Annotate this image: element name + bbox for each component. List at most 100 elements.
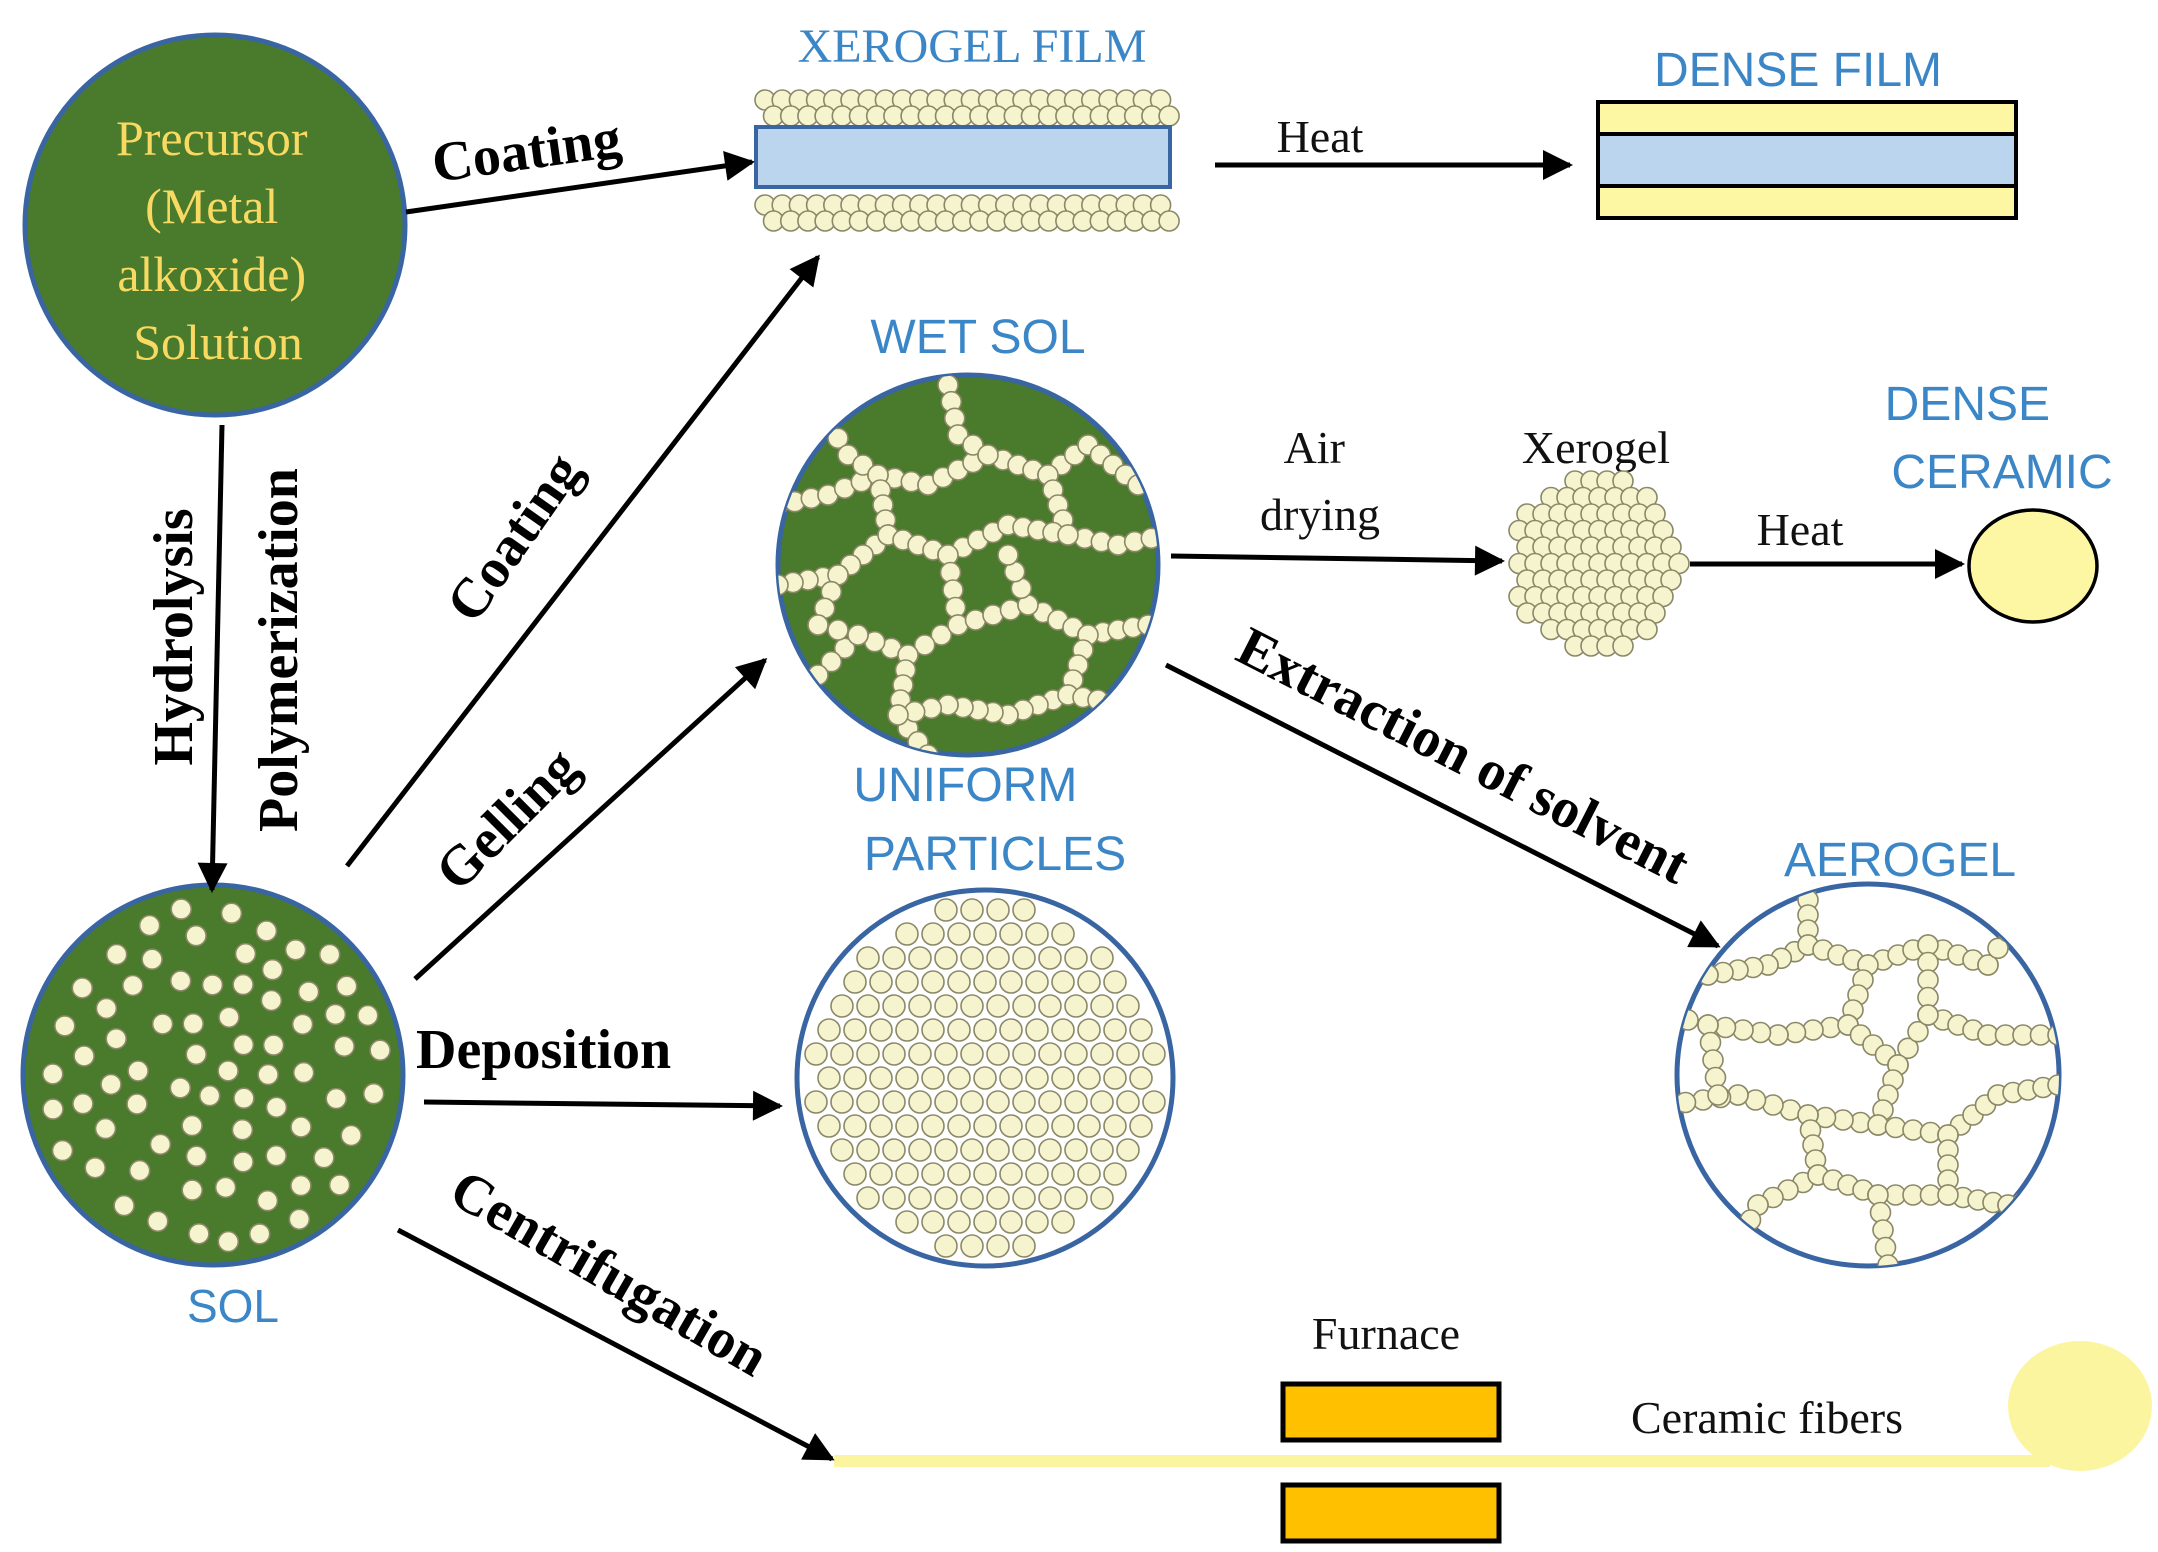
label-gelling: Gelling: [424, 736, 591, 903]
uniform-particle: [1051, 1162, 1075, 1186]
aerogel-bead: [1724, 1239, 1747, 1261]
gel-bead: [1117, 694, 1139, 716]
uniform-particle: [973, 922, 997, 946]
label-extraction: Extraction of solvent: [1227, 615, 1699, 896]
uniform-particle: [804, 1090, 828, 1114]
uniform-particle: [908, 1042, 932, 1066]
sol-particle: [232, 1033, 255, 1056]
uniform-particle: [1129, 1018, 1153, 1042]
uniform-particle: [1090, 1090, 1114, 1114]
gel-bead: [913, 634, 936, 656]
sol-particle: [220, 902, 243, 925]
uniform-particle: [856, 1090, 880, 1114]
uniform-particle: [934, 898, 958, 922]
uniform-particle: [843, 1114, 867, 1138]
uniform-particle: [1038, 1042, 1062, 1066]
uniform-particle: [1012, 1138, 1036, 1162]
dense-film-node: DENSE FILM: [1596, 44, 2018, 220]
uniform-particle: [895, 1210, 919, 1234]
uniform-particle: [1077, 1114, 1101, 1138]
sol-particle: [260, 989, 283, 1012]
uniform-particle: [1051, 1018, 1075, 1042]
uniform-particle: [960, 994, 984, 1018]
sol-particle: [248, 1223, 271, 1245]
uniform-particle: [999, 922, 1023, 946]
uniform-particle: [921, 970, 945, 994]
aerogel-bead: [1683, 957, 1706, 980]
xerogel-particle-cluster: [1508, 470, 1690, 657]
uniform-particle: [1103, 1066, 1127, 1090]
uniform-particle: [1064, 1090, 1088, 1114]
aerogel-bead: [1987, 937, 2009, 960]
uniform-particle: [986, 1234, 1010, 1258]
gel-bead: [807, 394, 829, 416]
gel-bead: [1147, 674, 1158, 696]
arrow-coating-diag: [345, 254, 820, 868]
uniform-particle: [1077, 1162, 1101, 1186]
sol-particle: [185, 1145, 208, 1167]
sol-particle: [95, 997, 118, 1020]
aerogel-node: AEROGEL: [1674, 834, 2062, 1269]
aerogel-bead: [1677, 1094, 1679, 1116]
uniform-particle: [1051, 1114, 1075, 1138]
precursor-line-4: Solution: [133, 314, 302, 370]
uniform-particle: [999, 970, 1023, 994]
uniform-particle: [973, 1066, 997, 1090]
sol-particle: [185, 924, 207, 947]
uniform-particles-line-1: UNIFORM: [853, 759, 1077, 812]
sol-particle: [325, 1087, 348, 1110]
sol-particle: [169, 970, 192, 992]
uniform-particle: [856, 1186, 880, 1210]
aerogel-bead: [2012, 1191, 2034, 1214]
uniform-particles-node: UNIFORM PARTICLES: [794, 759, 1176, 1269]
furnace-label: Furnace: [1312, 1308, 1460, 1359]
xerogel-bead: [1636, 618, 1658, 641]
sol-particle: [84, 1157, 106, 1179]
sol-particle: [147, 1210, 169, 1233]
label-air-drying-2: drying: [1260, 489, 1380, 540]
sol-particle: [340, 1124, 363, 1147]
ceramic-fiber-spool: [2008, 1341, 2152, 1471]
uniform-particles-line-2: PARTICLES: [864, 828, 1126, 881]
uniform-particle: [986, 1186, 1010, 1210]
sol-particle: [291, 1013, 314, 1036]
uniform-particle: [999, 1162, 1023, 1186]
uniform-particle: [830, 1090, 854, 1114]
arrow-gelling: [413, 657, 768, 981]
label-coating-diag: Coating: [434, 442, 594, 633]
arrow-coating-top: [405, 151, 755, 215]
uniform-particle: [1038, 1090, 1062, 1114]
uniform-particle: [1025, 1066, 1049, 1090]
uniform-particle: [882, 946, 906, 970]
arrow-extraction: [1164, 662, 1721, 949]
uniform-particle: [1025, 922, 1049, 946]
uniform-particle: [1064, 1138, 1088, 1162]
uniform-particle: [934, 1138, 958, 1162]
sol-particle: [297, 981, 320, 1003]
uniform-particle: [921, 1018, 945, 1042]
uniform-particle: [1064, 946, 1088, 970]
uniform-particle: [1064, 1042, 1088, 1066]
uniform-particle: [986, 994, 1010, 1018]
uniform-particle: [999, 1066, 1023, 1090]
uniform-particle: [1012, 1186, 1036, 1210]
aerogel-bead: [1997, 920, 2019, 943]
sol-particle: [233, 1087, 255, 1109]
uniform-particle: [1077, 1018, 1101, 1042]
uniform-particle: [1116, 1090, 1140, 1114]
sol-particle: [100, 1073, 122, 1096]
dense-ceramic-sphere: [1967, 508, 2099, 624]
uniform-particle: [973, 1018, 997, 1042]
uniform-particle: [869, 1066, 893, 1090]
gel-bead: [847, 624, 869, 646]
uniform-particle: [1012, 898, 1036, 922]
uniform-particle: [960, 1234, 984, 1258]
uniform-particle: [882, 1042, 906, 1066]
uniform-particle: [960, 1186, 984, 1210]
uniform-particle: [1090, 1042, 1114, 1066]
gel-bead: [1117, 694, 1139, 716]
uniform-particle: [869, 1018, 893, 1042]
sol-particle: [362, 1082, 385, 1105]
gel-bead: [827, 427, 849, 450]
arrow-air-drying: [1170, 545, 1505, 576]
